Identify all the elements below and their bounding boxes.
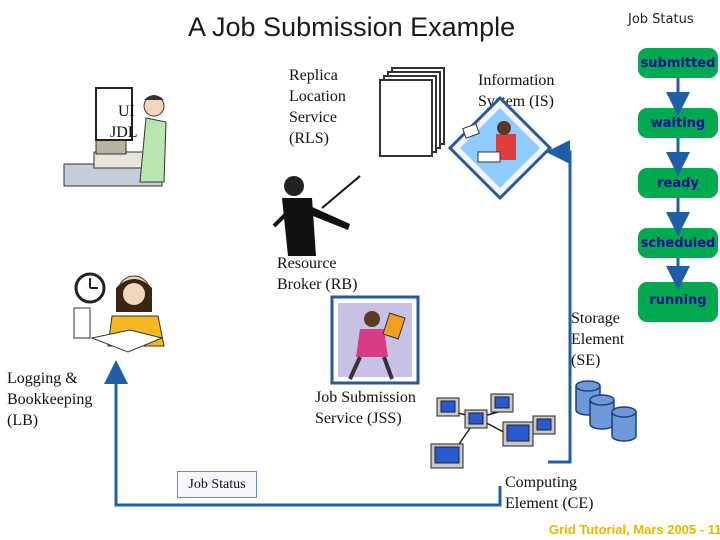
se-label-line: Element — [571, 331, 625, 348]
rls-label-line: (RLS) — [289, 130, 329, 147]
status-scheduled: scheduled — [638, 228, 718, 258]
se-label-line: Storage — [571, 310, 620, 327]
status-waiting: waiting — [638, 108, 718, 138]
user-computer-icon — [63, 87, 167, 187]
slide-footer: Grid Tutorial, Mars 2005 - 11 — [549, 522, 720, 537]
jss-label-line: Service (JSS) — [315, 410, 402, 427]
ce-label-line: Computing — [505, 474, 578, 491]
lb-label-line: (LB) — [7, 412, 39, 429]
logbook-person-icon — [73, 272, 165, 353]
jdl-label: JDL — [110, 124, 138, 141]
document-stack-icon — [379, 67, 445, 157]
rb-label-line: Resource — [277, 255, 337, 272]
storage-cylinders-icon — [575, 380, 637, 442]
rls-label-line: Location — [289, 88, 346, 105]
ui-label: UI — [118, 103, 135, 120]
status-ready: ready — [638, 168, 718, 198]
rls-label-line: Replica — [289, 67, 338, 84]
ce-label-line: Element (CE) — [505, 495, 594, 512]
rb-label-line: Broker (RB) — [277, 276, 358, 293]
jss-label-line: Job Submission — [315, 389, 416, 406]
ce-to-is-arrow — [546, 140, 572, 464]
is-label-line: Information — [478, 72, 555, 89]
conductor-icon — [272, 175, 361, 256]
rls-label-line: Service — [289, 109, 337, 126]
se-label-line: (SE) — [571, 352, 601, 369]
computer-cluster-icon — [430, 393, 556, 469]
ce-to-lb-arrow — [104, 360, 502, 507]
job-status-box: Job Status — [177, 471, 257, 498]
job-status-heading: Job Status — [628, 12, 694, 27]
lb-label-line: Bookkeeping — [7, 391, 93, 408]
page-title: A Job Submission Example — [188, 12, 516, 42]
info-system-icon — [447, 95, 553, 201]
lb-label-line: Logging & — [7, 370, 78, 387]
job-submission-icon — [330, 295, 420, 385]
status-submitted: submitted — [638, 48, 718, 78]
